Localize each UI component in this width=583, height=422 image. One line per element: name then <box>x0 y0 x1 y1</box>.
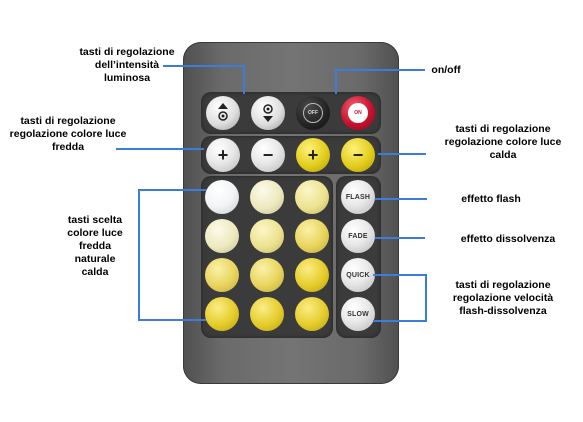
fade-button[interactable]: FADE <box>341 219 375 253</box>
color-button-r2c2[interactable] <box>250 219 284 253</box>
color-button-r4c1[interactable] <box>205 297 239 331</box>
brightness-annotation: tasti di regolazione dell’intensità lumi… <box>79 46 175 84</box>
fade-annotation: effetto dissolvenza <box>460 233 556 245</box>
color-button-r1c1[interactable] <box>205 180 239 214</box>
off-label: OFF <box>308 110 318 116</box>
slow-button[interactable]: SLOW <box>341 297 375 331</box>
brightness-down-button[interactable] <box>251 96 285 130</box>
flash-button[interactable]: FLASH <box>341 180 375 214</box>
power-off-icon: OFF <box>303 103 323 123</box>
flash-line <box>375 198 427 200</box>
warm-minus-button[interactable]: − <box>341 138 375 172</box>
color-button-r3c1[interactable] <box>205 258 239 292</box>
quick-label: QUICK <box>346 271 370 279</box>
speed-annotation: tasti di regolazione regolazione velocit… <box>452 279 554 317</box>
cold-plus-button[interactable]: + <box>206 138 240 172</box>
onoff-annotation: on/off <box>431 64 461 76</box>
color-button-r4c3[interactable] <box>295 297 329 331</box>
speed-line-v <box>425 274 427 322</box>
speed-line-top <box>373 274 427 276</box>
brightness-down-icon <box>263 104 273 122</box>
color-button-r2c1[interactable] <box>205 219 239 253</box>
warm-annotation: tasti di regolazione regolazione colore … <box>444 123 562 161</box>
fade-line <box>375 237 425 239</box>
warm-minus-label: − <box>352 145 364 165</box>
color-button-r3c2[interactable] <box>250 258 284 292</box>
brightness-line-h <box>163 65 245 67</box>
color-button-r2c3[interactable] <box>295 219 329 253</box>
color-line-bottom <box>138 319 206 321</box>
cold-minus-label: − <box>262 145 274 165</box>
power-on-icon: ON <box>348 103 368 123</box>
on-label: ON <box>354 110 362 116</box>
warm-plus-label: + <box>307 145 319 165</box>
brightness-up-icon <box>218 103 228 121</box>
color-button-r1c2[interactable] <box>250 180 284 214</box>
cold-minus-button[interactable]: − <box>251 138 285 172</box>
on-button[interactable]: ON <box>341 96 375 130</box>
slow-label: SLOW <box>347 310 369 318</box>
speed-line-bottom <box>373 320 427 322</box>
color-line-v <box>138 189 140 321</box>
cold-annotation: tasti di regolazione regolazione colore … <box>9 115 127 153</box>
off-button[interactable]: OFF <box>296 96 330 130</box>
color-button-r1c3[interactable] <box>295 180 329 214</box>
flash-label: FLASH <box>345 193 371 201</box>
quick-button[interactable]: QUICK <box>341 258 375 292</box>
cold-plus-label: + <box>217 145 229 165</box>
fade-label: FADE <box>348 232 368 240</box>
color-select-annotation: tasti scelta colore luce fredda naturale… <box>67 214 123 278</box>
color-button-r4c2[interactable] <box>250 297 284 331</box>
onoff-line-v <box>335 69 337 94</box>
flash-annotation: effetto flash <box>461 193 521 205</box>
color-line-top <box>138 189 206 191</box>
remote-control: OFF ON + − + − FLASH FADE QUICK SLOW <box>183 42 399 384</box>
brightness-up-button[interactable] <box>206 96 240 130</box>
onoff-line-h <box>335 69 425 71</box>
warm-line <box>378 153 426 155</box>
cold-line <box>116 148 204 150</box>
brightness-line-v <box>243 65 245 94</box>
warm-plus-button[interactable]: + <box>296 138 330 172</box>
color-button-r3c3[interactable] <box>295 258 329 292</box>
